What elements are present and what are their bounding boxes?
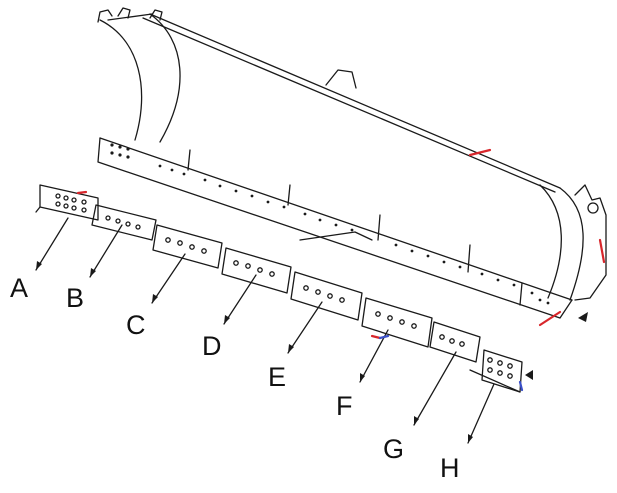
blade-moldboard (97, 7, 607, 319)
label-e: E (268, 362, 287, 392)
segment-e (290, 271, 363, 321)
segment-a (39, 184, 99, 221)
label-h: H (440, 453, 460, 483)
segment-b (91, 204, 157, 241)
label-a: A (10, 273, 29, 303)
label-b: B (66, 283, 85, 313)
blade-bolt-holes (110, 143, 550, 305)
label-f: F (336, 391, 353, 421)
segment-c (152, 224, 223, 269)
segment-d (221, 247, 292, 294)
segment-g (429, 321, 481, 363)
label-d: D (202, 331, 222, 361)
arrowheads (36, 261, 588, 443)
cutting-edge-segments (35, 184, 523, 393)
label-c: C (126, 310, 146, 340)
wear-marks (76, 148, 606, 392)
segment-f (361, 297, 433, 348)
segment-bolt-holes (55, 193, 513, 379)
label-g: G (383, 434, 405, 464)
leader-arrows (35, 217, 495, 444)
